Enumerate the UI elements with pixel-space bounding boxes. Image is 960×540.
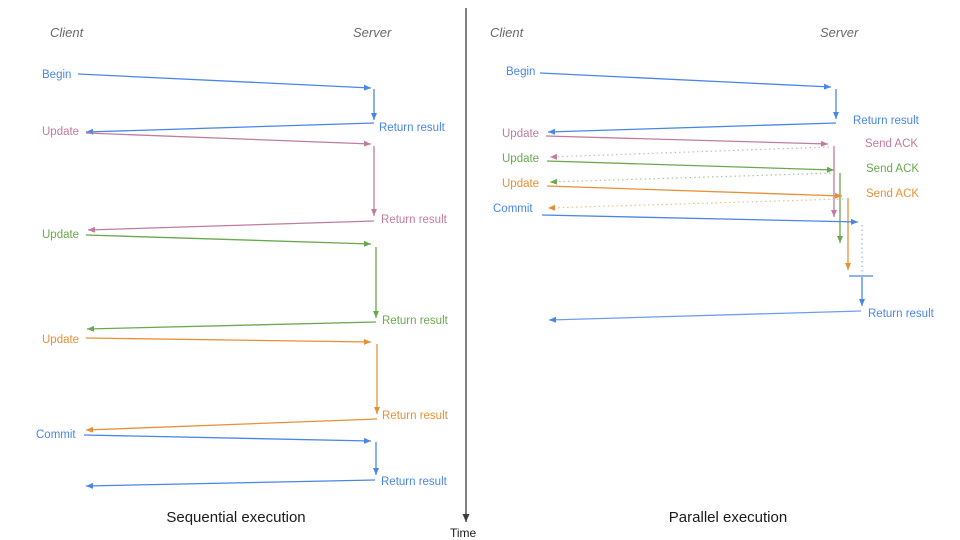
par-begin-response-label: Return result: [853, 115, 920, 127]
seq-update2-response-label: Return result: [382, 315, 449, 327]
par-update1-ack-label: Send ACK: [865, 138, 918, 150]
seq-update2-label: Update: [42, 229, 79, 241]
seq-message-update1: Update Return result: [42, 126, 448, 233]
par-client-header: Client: [490, 25, 525, 40]
par-update3-ack-label: Send ACK: [866, 188, 919, 200]
par-update2-label: Update: [502, 153, 539, 165]
par-message-update1: Update Send ACK: [502, 128, 918, 217]
par-commit-response-line: [548, 310, 862, 323]
par-update2-ack-label: Send ACK: [866, 163, 919, 175]
seq-update2-request-line: [85, 234, 372, 247]
parallel-title: Parallel execution: [669, 509, 787, 526]
par-update2-request-line: [546, 160, 835, 173]
seq-update1-response-line: [87, 220, 375, 233]
seq-message-commit: Commit Return result: [36, 429, 448, 489]
seq-begin-request-line: [77, 73, 372, 91]
seq-begin-label: Begin: [42, 69, 71, 81]
par-begin-response-line: [547, 122, 837, 135]
par-update2-ack-line: [549, 172, 836, 185]
par-commit-response-label: Return result: [868, 308, 935, 320]
seq-message-begin: Begin Return result: [42, 69, 446, 135]
par-update3-request-line: [546, 185, 843, 199]
seq-commit-label: Commit: [36, 429, 76, 441]
seq-server-header: Server: [353, 25, 392, 40]
par-message-begin: Begin Return result: [506, 66, 920, 135]
seq-update1-response-label: Return result: [381, 214, 448, 226]
seq-begin-response-line: [85, 122, 375, 135]
sequential-title: Sequential execution: [166, 509, 305, 526]
par-update1-ack-line: [549, 146, 830, 160]
seq-update3-response-line: [85, 418, 378, 433]
seq-update3-request-line: [85, 337, 372, 345]
par-update3-label: Update: [502, 178, 539, 190]
parallel-diagram: Client Server Begin Return result Update…: [490, 25, 935, 526]
seq-update1-label: Update: [42, 126, 79, 138]
par-begin-request-line: [539, 72, 832, 90]
seq-commit-response-label: Return result: [381, 476, 448, 488]
seq-client-header: Client: [50, 25, 85, 40]
par-update3-ack-line: [547, 198, 844, 211]
par-commit-label: Commit: [493, 203, 533, 215]
seq-update3-response-label: Return result: [382, 410, 449, 422]
par-commit-request-line: [541, 214, 859, 225]
par-server-header: Server: [820, 25, 859, 40]
par-message-commit: Commit Return result: [493, 203, 935, 323]
sequential-diagram: Client Server Begin Return result Update…: [36, 25, 449, 526]
seq-update2-response-line: [86, 321, 377, 332]
par-update1-request-line: [545, 135, 829, 147]
par-begin-label: Begin: [506, 66, 535, 78]
seq-update1-request-line: [85, 132, 372, 147]
seq-begin-response-label: Return result: [379, 122, 446, 134]
time-axis-label: Time: [450, 526, 477, 540]
seq-commit-response-line: [85, 479, 376, 489]
par-message-update3: Update Send ACK: [502, 178, 919, 270]
par-update1-label: Update: [502, 128, 539, 140]
seq-message-update3: Update Return result: [42, 334, 449, 433]
seq-update3-label: Update: [42, 334, 79, 346]
seq-message-update2: Update Return result: [42, 229, 449, 332]
time-axis: Time: [450, 8, 477, 540]
seq-commit-request-line: [83, 434, 372, 444]
par-message-update2: Update Send ACK: [502, 153, 919, 243]
